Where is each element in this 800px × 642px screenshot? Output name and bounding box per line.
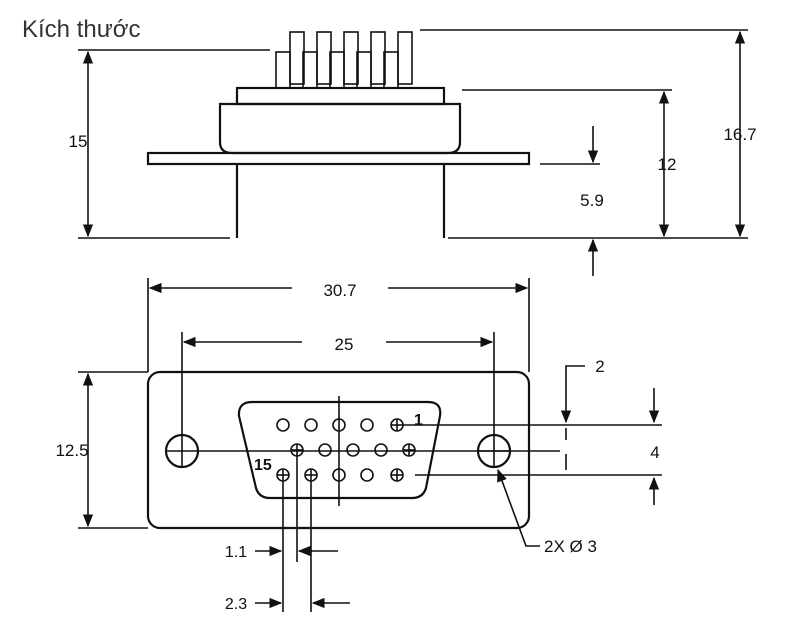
dim-hole-spacing: 25: [335, 335, 354, 354]
dim-top-offset: 2: [595, 357, 604, 376]
pin-row-2: [290, 443, 416, 457]
dim-pin-pitch-small: 1.1: [225, 544, 247, 561]
pin-label-first: 1: [414, 412, 423, 429]
insulator-block: [235, 86, 446, 106]
dim-flange-height: 12.5: [55, 441, 88, 460]
dim-shell-height: 12: [658, 155, 677, 174]
lower-shell: [235, 164, 446, 238]
mounting-hole-left: [164, 433, 200, 469]
pin-row-3: [276, 468, 404, 482]
d-shell: [237, 400, 442, 500]
dim-tail: 5.9: [580, 191, 604, 210]
diagram-title: Kích thước: [22, 16, 141, 43]
pin-row-1: [276, 418, 404, 432]
side-view: 15 16.7 12 5.9: [69, 29, 757, 276]
front-flange: [146, 370, 531, 530]
upper-shell: [218, 102, 462, 155]
side-flange: [146, 151, 531, 166]
front-view: 1 15 30.7 25 12.5 2 4 2X Ø 3 1.: [55, 278, 662, 613]
dim-pin-pitch: 2.3: [225, 596, 247, 613]
dim-flange-width: 30.7: [323, 281, 356, 300]
side-view-pins: [275, 31, 413, 89]
dim-overall-height: 16.7: [723, 125, 756, 144]
pin-label-last: 15: [254, 457, 272, 474]
dim-row-pitch: 4: [650, 443, 659, 462]
dim-body-height: 15: [69, 132, 88, 151]
dim-hole-diameter: 2X Ø 3: [544, 537, 597, 556]
